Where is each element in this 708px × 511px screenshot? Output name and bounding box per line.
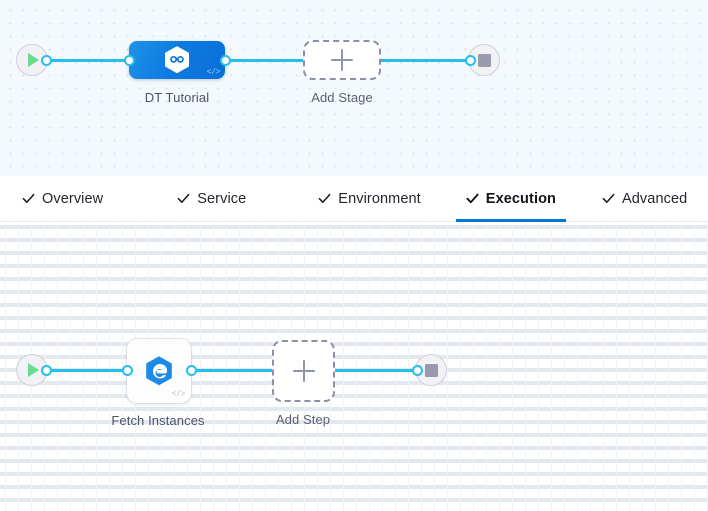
- harness-hexagon-icon: [165, 46, 189, 74]
- edge-add-stage-to-end: [377, 59, 473, 62]
- execution-end-node[interactable]: [415, 354, 447, 386]
- pipeline-stage-canvas[interactable]: </> DT Tutorial Add Stage: [0, 0, 708, 176]
- edge-add-step-to-end: [331, 369, 421, 372]
- end-input-port[interactable]: [465, 55, 476, 66]
- dt-tutorial-output-port[interactable]: [220, 55, 231, 66]
- add-stage-label: Add Stage: [311, 90, 373, 105]
- execution-start-output-port[interactable]: [41, 365, 52, 376]
- tab-environment[interactable]: Environment: [314, 176, 425, 222]
- tab-label-execution: Execution: [485, 190, 556, 207]
- start-output-port[interactable]: [41, 55, 52, 66]
- check-icon: [177, 193, 190, 204]
- check-icon: [466, 193, 479, 204]
- tab-label-overview: Overview: [42, 190, 104, 207]
- fetch-instances-input-port[interactable]: [122, 365, 133, 376]
- add-step-node[interactable]: [272, 340, 335, 402]
- stop-icon: [424, 363, 438, 377]
- tab-advanced[interactable]: Advanced: [598, 176, 691, 222]
- code-badge-icon: </>: [171, 390, 186, 399]
- play-icon: [28, 363, 39, 377]
- tab-service[interactable]: Service: [173, 176, 250, 222]
- step-node-label-fetch-instances: Fetch Instances: [111, 413, 205, 428]
- tab-label-advanced: Advanced: [622, 190, 688, 207]
- code-badge-icon: </>: [206, 68, 221, 77]
- plus-icon: [331, 49, 353, 71]
- plus-icon: [292, 360, 315, 382]
- check-icon: [602, 193, 615, 204]
- stage-node-label-dt-tutorial: DT Tutorial: [144, 90, 210, 105]
- edge-start-to-fetch-instances: [44, 369, 132, 372]
- pipeline-stage-tabs: Overview Service Environment Execution A: [0, 176, 708, 222]
- play-icon: [28, 53, 39, 67]
- check-icon: [318, 193, 331, 204]
- stop-icon: [477, 53, 491, 67]
- check-icon: [22, 193, 35, 204]
- add-step-label: Add Step: [275, 412, 331, 427]
- step-node-fetch-instances[interactable]: </>: [127, 339, 191, 403]
- edge-fetch-instances-to-add-step: [185, 369, 275, 372]
- execution-end-input-port[interactable]: [412, 365, 423, 376]
- fetch-instances-output-port[interactable]: [186, 365, 197, 376]
- tab-label-service: Service: [197, 190, 247, 207]
- dt-tutorial-input-port[interactable]: [124, 55, 135, 66]
- stage-node-dt-tutorial[interactable]: </>: [129, 41, 225, 79]
- elastigroup-hexagon-icon: [146, 356, 172, 386]
- edge-dt-tutorial-to-add-stage: [218, 59, 308, 62]
- tab-execution[interactable]: Execution: [455, 176, 567, 222]
- tab-overview[interactable]: Overview: [18, 176, 107, 222]
- tab-label-environment: Environment: [338, 190, 421, 207]
- edge-start-to-dt-tutorial: [44, 59, 134, 62]
- execution-step-canvas[interactable]: </> Fetch Instances Add Step: [0, 222, 708, 511]
- add-stage-node[interactable]: [303, 40, 381, 80]
